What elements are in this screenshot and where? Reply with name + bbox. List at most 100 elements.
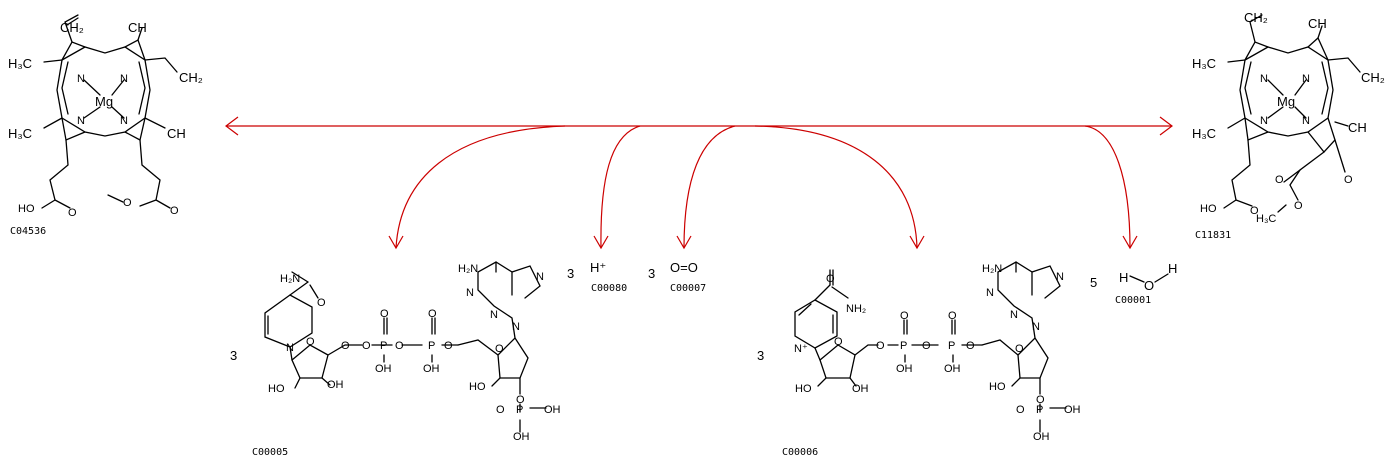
formula-c00080: H⁺ — [590, 260, 606, 275]
atom-o: O — [826, 273, 835, 285]
atom-o: O — [1275, 174, 1284, 186]
atom-ch3: CH — [1308, 16, 1327, 31]
atom-n: N — [1056, 271, 1064, 283]
atom-p: P — [380, 340, 387, 352]
compound-id-c04536: C04536 — [10, 226, 46, 237]
atom-n: N — [986, 287, 994, 299]
atom-n: N — [512, 321, 520, 333]
atom-n: N — [77, 73, 85, 85]
atom-o: O — [495, 343, 504, 355]
atom-ho: HO — [18, 203, 35, 215]
atom-o: O — [395, 340, 404, 352]
atom-n: N — [1010, 309, 1018, 321]
atom-o: O — [341, 340, 350, 352]
atom-o: O — [123, 197, 132, 209]
branch-arrow-c00080 — [600, 125, 641, 249]
atom-n: N — [77, 115, 85, 127]
atom-o: O — [380, 308, 389, 320]
atom-h3c: H₃C — [8, 126, 32, 141]
compound-id-c11831: C11831 — [1195, 230, 1231, 241]
atom-oh: OH — [1033, 431, 1050, 443]
atom-n-plus: N⁺ — [794, 343, 808, 355]
atom-n: N — [536, 271, 544, 283]
atom-p: P — [948, 340, 955, 352]
atom-ho: HO — [795, 383, 812, 395]
atom-o: O — [444, 340, 453, 352]
atom-p: P — [516, 404, 523, 416]
atom-mg-c11831: Mg — [1277, 94, 1295, 109]
atom-oh: OH — [513, 431, 530, 443]
atom-h3c: H₃C — [1256, 213, 1276, 225]
atom-oh: OH — [375, 363, 392, 375]
atom-h2n: H₂N — [280, 273, 300, 285]
atom-o: O — [1144, 278, 1154, 293]
atom-o: O — [900, 310, 909, 322]
atom-o: O — [1250, 205, 1259, 217]
atom-oh: OH — [327, 379, 344, 391]
atom-ch2: CH₂ — [60, 20, 84, 35]
atom-ch2: CH₂ — [1361, 70, 1385, 85]
molecule-c00001 — [1129, 273, 1169, 283]
atom-ch3: CH — [1348, 120, 1367, 135]
compound-id-c00080: C00080 — [591, 283, 627, 294]
atom-ho: HO — [989, 381, 1006, 393]
atom-o: O — [306, 336, 315, 348]
coefficient-c00005: 3 — [230, 348, 237, 363]
atom-h3c: H₃C — [1192, 126, 1216, 141]
atom-nh2: NH₂ — [846, 303, 866, 315]
atom-o: O — [1036, 394, 1045, 406]
atom-o: O — [922, 340, 931, 352]
atom-o: O — [948, 310, 957, 322]
atom-ch2: CH₂ — [1244, 10, 1268, 25]
atom-o: O — [496, 404, 505, 416]
atom-p: P — [900, 340, 907, 352]
molecule-c04536 — [41, 14, 178, 209]
atom-n: N — [1302, 115, 1310, 127]
atom-o: O — [966, 340, 975, 352]
atom-h3c: H₃C — [1192, 56, 1216, 71]
atom-p: P — [1036, 404, 1043, 416]
atom-p: P — [428, 340, 435, 352]
atom-ho: HO — [469, 381, 486, 393]
atom-mg-c04536: Mg — [95, 94, 113, 109]
atom-n: N — [120, 115, 128, 127]
atom-h2n: H₂N — [982, 263, 1002, 275]
compound-id-c00005: C00005 — [252, 447, 288, 458]
atom-o: O — [1294, 200, 1303, 212]
branch-arrow-c00006 — [754, 125, 918, 249]
atom-ch3: CH — [128, 20, 147, 35]
atom-o: O — [68, 207, 77, 219]
atom-ch3: CH — [167, 126, 186, 141]
molecule-c00006 — [794, 261, 1067, 433]
atom-o: O — [1015, 343, 1024, 355]
atom-o: O — [876, 340, 885, 352]
atom-n: N — [490, 309, 498, 321]
atom-h: H — [1119, 270, 1128, 285]
coefficient-c00001: 5 — [1090, 275, 1097, 290]
atom-ch2: CH₂ — [179, 70, 203, 85]
atom-oh: OH — [896, 363, 913, 375]
atom-oh: OH — [544, 404, 561, 416]
branch-arrow-c00007 — [683, 125, 736, 249]
atom-o: O — [1016, 404, 1025, 416]
atom-oh: OH — [423, 363, 440, 375]
atom-n: N — [466, 287, 474, 299]
atom-oh: OH — [852, 383, 869, 395]
atom-o: O — [1344, 174, 1353, 186]
atom-o: O — [516, 394, 525, 406]
molecule-c00005 — [264, 261, 547, 433]
reaction-arrow — [225, 116, 1173, 250]
atom-h3c: H₃C — [8, 56, 32, 71]
formula-c00007: O=O — [670, 260, 698, 275]
atom-h: H — [1168, 261, 1177, 276]
atom-n: N — [1260, 73, 1268, 85]
coefficient-c00007: 3 — [648, 266, 655, 281]
atom-n: N — [1260, 115, 1268, 127]
compound-id-c00001: C00001 — [1115, 295, 1151, 306]
atom-o: O — [317, 297, 326, 309]
atom-n: N — [120, 73, 128, 85]
atom-ho: HO — [268, 383, 285, 395]
coefficient-c00006: 3 — [757, 348, 764, 363]
atom-o: O — [428, 308, 437, 320]
